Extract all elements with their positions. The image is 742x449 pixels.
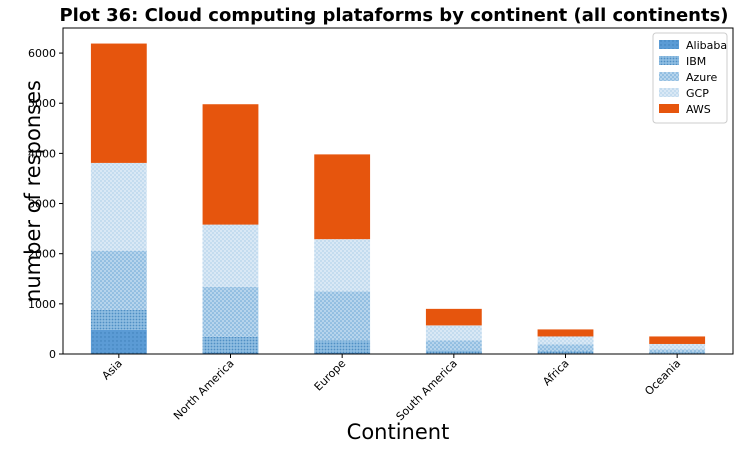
bar-aws-asia bbox=[90, 43, 147, 163]
legend-label-gcp: GCP bbox=[686, 87, 709, 100]
bar-aws-north-america bbox=[202, 104, 259, 225]
x-axis: Asia North America Europe South America Afri… bbox=[99, 354, 683, 423]
y-axis-label: number of responses bbox=[21, 80, 45, 302]
bar-gcp-south-america bbox=[425, 325, 482, 341]
bar-azure-europe bbox=[314, 291, 371, 341]
chart-title: Plot 36: Cloud computing plataforms by c… bbox=[59, 5, 728, 26]
bar-azure-oceania bbox=[649, 349, 706, 353]
y-tick-label: 6000 bbox=[28, 47, 56, 60]
bar-ibm-europe bbox=[314, 340, 371, 353]
legend-label-azure: Azure bbox=[686, 71, 718, 84]
y-tick-label: 4000 bbox=[28, 147, 56, 160]
bar-azure-africa bbox=[537, 344, 594, 352]
bar-ibm-south-america bbox=[425, 350, 482, 354]
legend-swatch-azure bbox=[659, 72, 679, 81]
bar-ibm-africa bbox=[537, 351, 594, 354]
x-tick-label: Oceania bbox=[642, 357, 683, 398]
bar-gcp-africa bbox=[537, 336, 594, 345]
bar-ibm-oceania bbox=[649, 352, 706, 354]
x-tick-label: Europe bbox=[312, 357, 349, 394]
bar-aws-oceania bbox=[649, 336, 706, 344]
legend-label-alibaba: Alibaba bbox=[686, 39, 727, 52]
legend-label-aws: AWS bbox=[686, 103, 711, 116]
x-axis-label: Continent bbox=[347, 420, 450, 444]
bar-gcp-europe bbox=[314, 239, 371, 292]
legend-label-ibm: IBM bbox=[686, 55, 706, 68]
bars-layer bbox=[90, 43, 706, 354]
plot-frame bbox=[62, 27, 734, 355]
bar-gcp-oceania bbox=[649, 343, 706, 350]
y-tick-label: 3000 bbox=[28, 198, 56, 211]
bar-azure-south-america bbox=[425, 340, 482, 351]
bar-ibm-asia bbox=[90, 309, 147, 330]
bar-alibaba-asia bbox=[90, 329, 147, 354]
legend-swatch-aws bbox=[659, 104, 679, 113]
bar-azure-asia bbox=[90, 250, 147, 310]
legend-swatch-gcp bbox=[659, 88, 679, 97]
x-tick-label: Asia bbox=[99, 357, 125, 383]
bar-azure-north-america bbox=[202, 286, 259, 337]
x-tick-label: North America bbox=[171, 357, 237, 423]
y-axis: 0 1000 2000 3000 4000 5000 6000 bbox=[28, 47, 63, 361]
bar-ibm-north-america bbox=[202, 336, 259, 353]
bar-aws-africa bbox=[537, 329, 594, 337]
y-tick-label: 5000 bbox=[28, 97, 56, 110]
y-tick-label: 2000 bbox=[28, 248, 56, 261]
bar-aws-europe bbox=[314, 154, 371, 240]
y-tick-label: 1000 bbox=[28, 298, 56, 311]
bar-aws-south-america bbox=[425, 308, 482, 326]
legend-box bbox=[652, 32, 728, 124]
legend-swatch-alibaba bbox=[659, 40, 679, 49]
bar-gcp-north-america bbox=[202, 224, 259, 287]
y-tick-label: 0 bbox=[49, 348, 56, 361]
legend-swatch-ibm bbox=[659, 56, 679, 65]
x-tick-label: South America bbox=[394, 357, 460, 423]
x-tick-label: Africa bbox=[540, 357, 571, 388]
bar-gcp-asia bbox=[90, 162, 147, 251]
